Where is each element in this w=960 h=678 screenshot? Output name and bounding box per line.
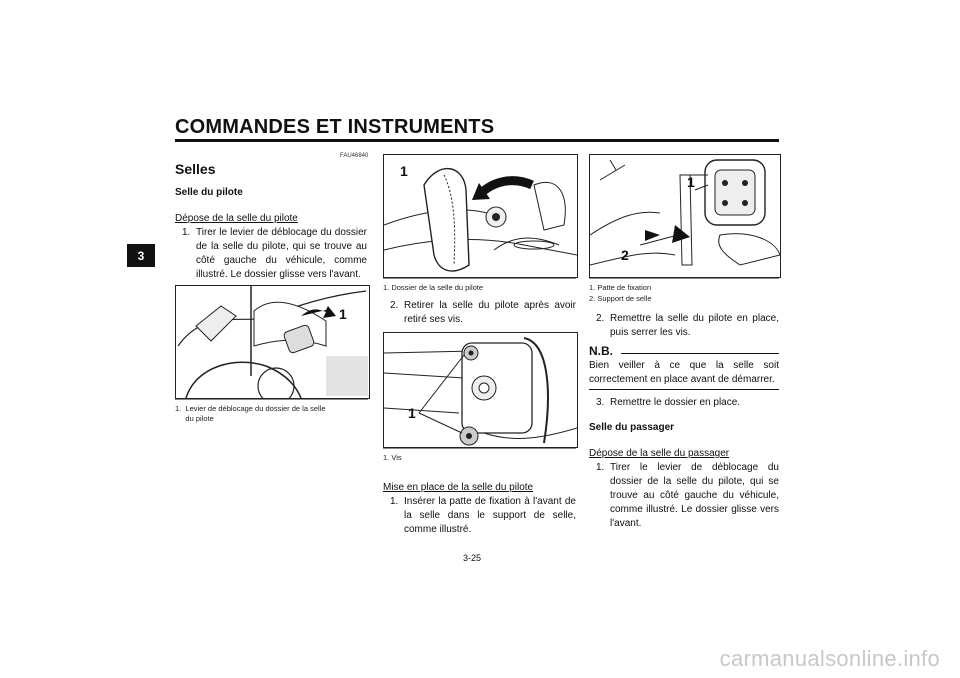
middle-step-1: 1. Insérer la patte de fixation à l'avan… — [390, 495, 576, 537]
section-title: Selles — [175, 161, 216, 177]
nb-title: N.B. — [589, 344, 613, 358]
left-subtitle: Selle du pilote — [175, 187, 243, 198]
page-header-title: COMMANDES ET INSTRUMENTS — [175, 116, 495, 138]
middle-step-1-number: 1. — [390, 496, 399, 507]
middle-step-1-text: Insérer la patte de fixation à l'avant d… — [404, 496, 576, 535]
figure-callout-1: 1 — [400, 163, 408, 179]
figure-seat-release-lever: 1 — [175, 285, 370, 399]
figure-seat-backrest-drawing — [384, 167, 577, 272]
middle-figure-caption-2: 1. Vis — [383, 453, 402, 462]
right-heading: Dépose de la selle du passager — [589, 448, 730, 459]
right-step-2-text: Remettre la selle du pilote en place, pu… — [610, 313, 779, 338]
right-subtitle: Selle du passager — [589, 422, 675, 433]
middle-caption-rule-1 — [383, 278, 576, 279]
right-step-1-number: 1. — [596, 462, 605, 473]
left-caption-rule — [175, 399, 368, 400]
nb-top-rule — [621, 353, 779, 354]
header-rule — [175, 139, 779, 142]
middle-caption-rule-2 — [383, 448, 576, 449]
nb-bottom-rule — [589, 389, 779, 390]
right-step-2: 2. Remettre la selle du pilote en place,… — [596, 312, 779, 340]
middle-figure-caption-1: 1. Dossier de la selle du pilote — [383, 283, 484, 292]
left-step-1: 1. Tirer le levier de déblocage du dossi… — [182, 226, 367, 282]
page-number: 3-25 — [463, 553, 482, 563]
middle-step-2: 2. Retirer la selle du pilote après avoi… — [390, 299, 576, 327]
right-step-2-number: 2. — [596, 313, 605, 324]
right-figure-caption-2: 2. Support de selle — [589, 294, 652, 303]
middle-step-2-number: 2. — [390, 300, 399, 311]
right-step-1: 1. Tirer le levier de déblocage du dossi… — [596, 461, 779, 531]
figure-seat-screws-drawing — [384, 337, 577, 446]
figure-callout-2: 2 — [621, 247, 629, 263]
figure-seat-release-lever-drawing — [177, 286, 368, 398]
chapter-tab: 3 — [127, 244, 155, 267]
right-step-1-text: Tirer le levier de déblocage du dossier … — [610, 462, 779, 529]
right-step-3-number: 3. — [596, 397, 605, 408]
figure-callout-1: 1 — [687, 174, 695, 190]
middle-step-2-text: Retirer la selle du pilote après avoir r… — [404, 300, 576, 325]
figure-seat-backrest: 1 — [383, 154, 578, 278]
nb-text: Bien veiller à ce que la selle soit corr… — [589, 360, 779, 385]
figure-seat-bracket: 1 2 — [589, 154, 781, 278]
reference-code: FAU46840 — [340, 153, 369, 159]
left-heading: Dépose de la selle du pilote — [175, 213, 298, 224]
right-step-3: 3. Remettre le dossier en place. — [596, 396, 779, 410]
watermark: carmanualsonline.info — [719, 646, 940, 671]
left-step-1-text: Tirer le levier de déblocage du dossier … — [196, 227, 367, 280]
figure-seat-screws: 1 — [383, 332, 578, 448]
middle-heading: Mise en place de la selle du pilote — [383, 482, 534, 493]
figure-seat-bracket-drawing — [590, 159, 780, 266]
left-figure-caption: 1. Levier de déblocage du dossier de la … — [175, 404, 326, 423]
right-step-3-text: Remettre le dossier en place. — [610, 397, 741, 408]
left-step-1-number: 1. — [182, 227, 191, 238]
right-caption-rule — [589, 278, 779, 279]
figure-callout-1: 1 — [408, 405, 416, 421]
figure-callout-1: 1 — [339, 306, 347, 322]
right-figure-caption-1: 1. Patte de fixation — [589, 283, 652, 292]
